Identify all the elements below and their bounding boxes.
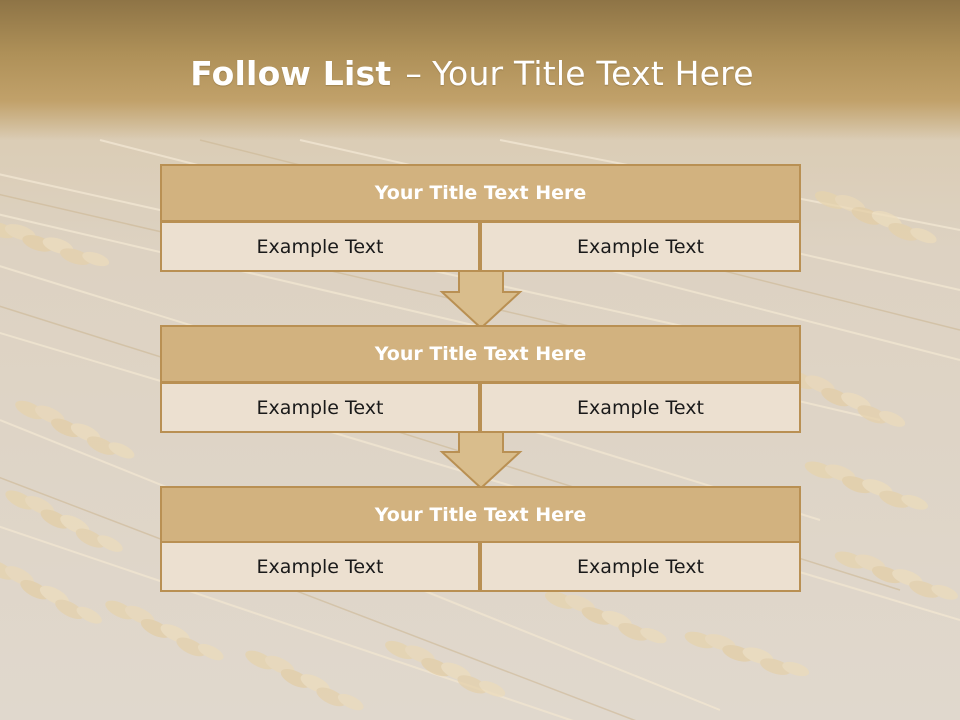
block-cell-right: Example Text — [480, 221, 801, 272]
block-title: Your Title Text Here — [160, 164, 801, 222]
down-arrow-icon — [439, 270, 523, 330]
block-cell-left: Example Text — [160, 541, 480, 592]
block-cell-right: Example Text — [480, 382, 801, 433]
block-cell-left: Example Text — [160, 382, 480, 433]
slide-title: Follow List–Your Title Text Here — [0, 54, 944, 93]
title-band — [0, 0, 960, 140]
block-title: Your Title Text Here — [160, 486, 801, 544]
block-title: Your Title Text Here — [160, 325, 801, 383]
down-arrow-icon — [439, 430, 523, 490]
slide-title-dash: – — [405, 54, 423, 93]
block-cell-left: Example Text — [160, 221, 480, 272]
slide-title-bold: Follow List — [190, 54, 392, 93]
block-cell-right: Example Text — [480, 541, 801, 592]
slide-title-text: Your Title Text Here — [432, 54, 754, 93]
